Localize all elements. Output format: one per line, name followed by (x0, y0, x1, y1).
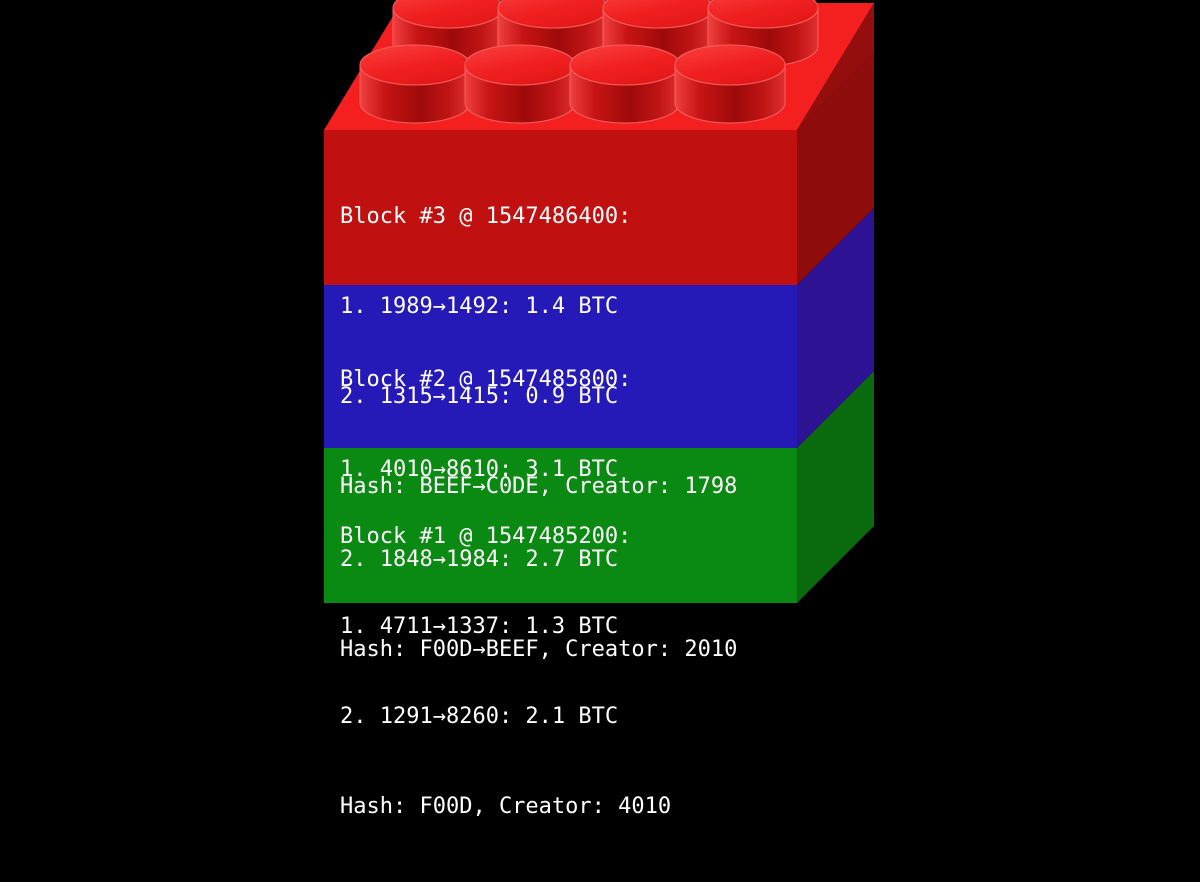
stud-front-2 (464, 44, 576, 124)
block-3-top-plate-edge (797, 3, 874, 130)
block-1-front-face (324, 448, 797, 603)
brick-stack-scene: Block #3 @ 1547486400: 1. 1989→1492: 1.4… (324, 0, 874, 819)
stud-front-3 (569, 44, 681, 124)
block-1-transaction-2: 2. 1291→8260: 2.1 BTC (340, 704, 619, 729)
block-1-transaction-1: 1. 4711→1337: 1.3 BTC (340, 614, 619, 639)
block-3-geometry (324, 0, 874, 285)
block-2-footer: Hash: F00D→BEEF, Creator: 2010 (340, 637, 738, 662)
stud-front-4 (674, 44, 786, 124)
block-3-front-face (324, 130, 797, 285)
lego-brick-illustration (324, 0, 874, 603)
block-1-geometry (324, 371, 874, 603)
block-2-geometry (324, 208, 874, 448)
stud-row-back (392, 0, 819, 67)
stud-row-front (359, 44, 786, 124)
block-3-side-face (797, 53, 874, 285)
block-1-footer: Hash: F00D, Creator: 4010 (340, 794, 672, 819)
block-2-front-face (324, 285, 797, 448)
block-2-side-face (797, 208, 874, 448)
block-1-side-face (797, 371, 874, 603)
stud-front-1 (359, 44, 471, 124)
